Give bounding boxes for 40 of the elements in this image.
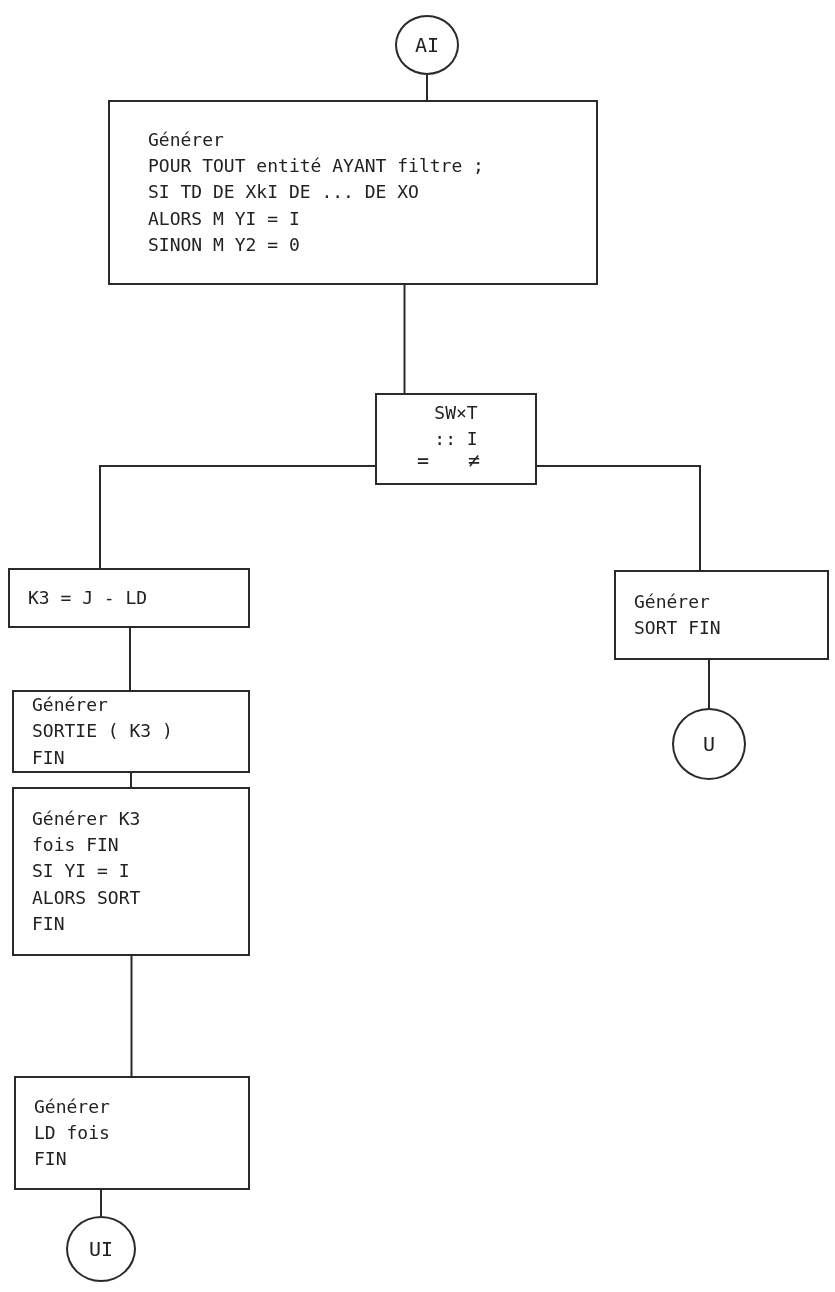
code-line: LD fois: [34, 1120, 111, 1145]
connector-line: [536, 465, 701, 571]
process-box: [614, 570, 829, 660]
code-line: SI YI = I: [32, 859, 131, 884]
connector-line: [129, 627, 131, 691]
code-line: FIN: [32, 745, 66, 770]
terminal-label: UI: [88, 1237, 114, 1261]
process-box: [108, 100, 598, 285]
connector-line: [708, 659, 710, 709]
connector-line: [130, 955, 133, 1077]
code-line: Générer: [34, 1094, 111, 1119]
connector-line: [426, 74, 428, 101]
code-line: SORT FIN: [634, 616, 722, 640]
code-line: SI TD DE XkI DE ... DE XO: [148, 180, 420, 205]
branch-label: =: [417, 447, 430, 474]
code-line: POUR TOUT entité AYANT filtre ;: [148, 154, 485, 179]
code-line: FIN: [34, 1147, 68, 1172]
terminal-label: AI: [414, 33, 440, 57]
code-line: SORTIE ( K3 ): [32, 719, 174, 744]
process-box: [8, 568, 250, 628]
code-line: SINON M Y2 = 0: [148, 232, 301, 257]
decision-box: [375, 393, 537, 485]
connector-line: [99, 465, 376, 569]
code-line: K3 = J - LD: [28, 585, 149, 610]
process-box: [14, 1076, 250, 1190]
process-box: [12, 690, 250, 773]
process-box: [12, 787, 250, 956]
terminal-label: U: [702, 732, 715, 756]
connector-line: [403, 284, 406, 394]
decision-text: SW×T: [433, 400, 479, 425]
code-line: ALORS M YI = I: [148, 206, 301, 231]
code-line: FIN: [32, 911, 66, 936]
connector-line: [100, 1189, 102, 1217]
code-line: ALORS SORT: [32, 885, 142, 910]
connector-line: [130, 772, 132, 788]
code-line: Générer: [634, 589, 711, 614]
code-line: Générer: [32, 693, 109, 718]
code-line: Générer K3: [32, 807, 142, 832]
code-line: Générer: [148, 128, 225, 153]
code-line: fois FIN: [32, 833, 120, 858]
